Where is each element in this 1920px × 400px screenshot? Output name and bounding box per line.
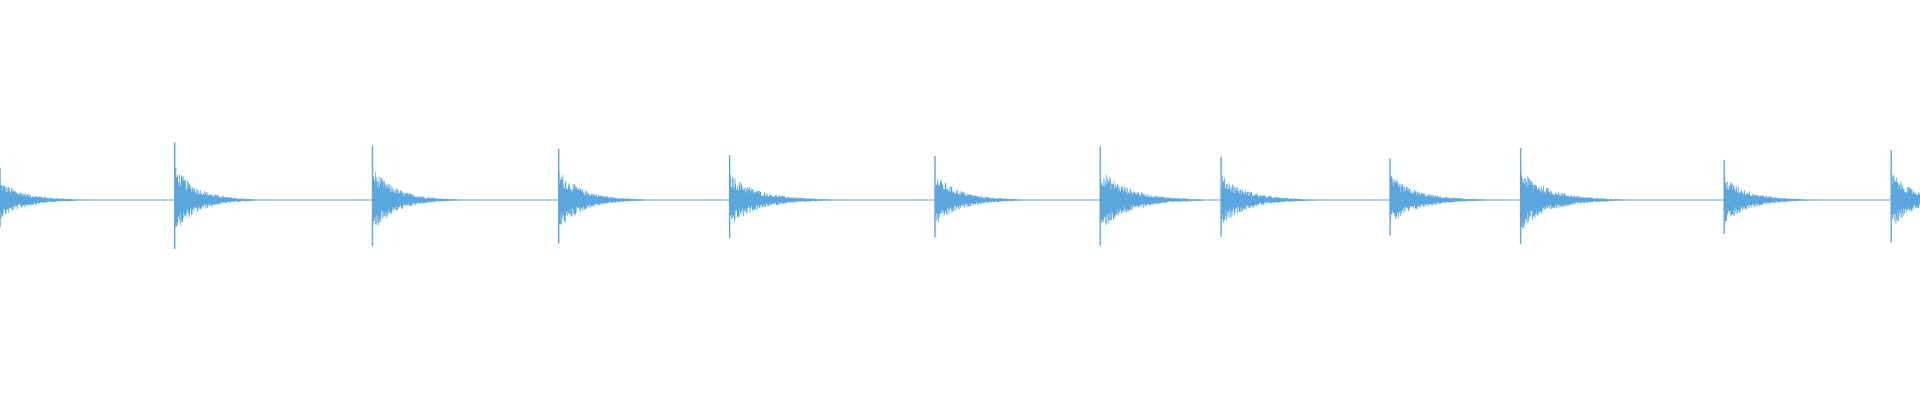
burst-decay — [1221, 176, 1316, 223]
burst-decay — [372, 172, 458, 226]
waveform-burst — [371, 145, 458, 247]
waveform-burst — [1519, 148, 1624, 245]
waveform-burst — [934, 156, 1025, 238]
burst-decay — [558, 172, 644, 225]
burst-decay — [1390, 175, 1489, 219]
waveform-burst — [0, 168, 90, 228]
waveform-bursts — [0, 142, 1920, 249]
waveform-burst — [728, 155, 833, 239]
burst-decay — [1520, 172, 1624, 229]
waveform-burst — [1220, 156, 1316, 237]
waveform-burst — [558, 148, 644, 244]
waveform-burst — [1723, 160, 1814, 234]
burst-decay — [1891, 174, 1920, 224]
burst-decay — [174, 167, 256, 227]
waveform-burst — [1099, 146, 1204, 246]
burst-decay — [1100, 174, 1204, 226]
burst-decay — [1724, 176, 1814, 222]
waveform-burst — [1890, 150, 1920, 243]
burst-decay — [0, 184, 90, 219]
waveform-burst — [1389, 158, 1489, 236]
burst-decay — [935, 179, 1025, 222]
burst-decay — [729, 174, 833, 223]
waveform-burst — [173, 142, 256, 249]
